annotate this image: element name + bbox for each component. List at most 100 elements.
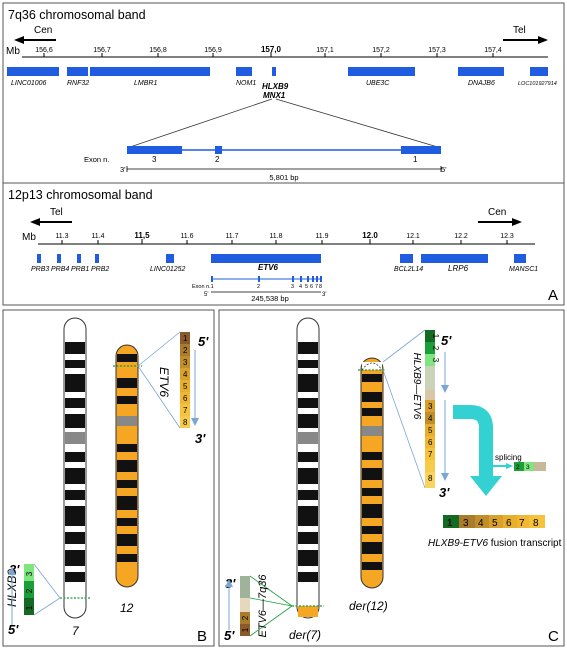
exon-number: 3 [526,464,530,471]
exon-number: 3 [152,155,157,164]
exon-number: 6 [428,438,433,447]
tick-label: 11.8 [269,233,282,240]
panel-c: der(7) der(12) [218,309,565,647]
exon-number: 7 [428,450,433,459]
exon-number: 4 [183,370,188,379]
hlxb9-exon-1 [401,146,441,154]
exon-number: 2 [431,346,440,351]
exon-number: 2 [516,464,520,471]
tel-arrow-icon [538,36,548,44]
exon-number-label: Exon n.1 [192,284,214,290]
gene-label: DNAJB6 [468,80,495,87]
tick-label: 12.1 [406,233,420,240]
gene-label: PRB1 [71,266,89,273]
panel-b-frame [2,309,215,647]
exon-number: 4 [478,518,484,529]
exon-number: 3 [431,358,440,363]
exon-number: 2 [25,588,34,593]
der7-label: der(7) [289,628,321,642]
exon-number: 6 [183,394,188,403]
band-7q36-title: 7q36 chromosomal band [8,8,146,22]
hlxb9-5prime: 5' [8,622,19,637]
mb-label: Mb [22,232,36,243]
gene-bar [57,254,61,263]
exon-number: 2 [183,346,188,355]
exon-number: 3 [25,571,34,576]
tick-label: 12.0 [362,231,378,240]
cen-arrow-icon [14,36,24,44]
der12-label: der(12) [349,599,388,613]
gene-label: PRB4 [51,266,69,273]
tick-label: 11.9 [315,233,328,240]
etv6-5prime: 5' [198,334,209,349]
gene-bar [400,254,413,263]
exon-number: 7 [183,406,188,415]
fusion-transcript: 1 3 4 5 6 7 8 [443,515,545,529]
gene-bar [530,67,548,76]
end-3prime: 3' [120,165,126,174]
tick-label: 157,0 [261,45,282,54]
exon-number: 3 [183,358,188,367]
chr7-label: 7 [72,624,80,638]
cen-label: Cen [34,25,52,36]
panel-label-b: B [197,628,207,645]
exon-number: 3 [463,518,469,529]
gene-label: RNF32 [67,80,89,87]
exon-number: 6 [310,284,313,290]
mb-label: Mb [6,46,20,57]
exon-number: 1 [431,334,440,339]
gene-label: LMBR1 [134,80,157,87]
mb-ticks: 11.3 11.4 11,5 11.6 11.7 11.8 11.9 12.0 … [55,231,514,244]
der12-5prime: 5' [441,333,452,348]
exon-number: 4 [428,414,433,423]
tick-label: 156,6 [35,47,53,54]
gene-labels-7q36: LINC01006 RNF32 LMBR1 NOM1 UBE3C DNAJB6 … [11,80,557,87]
hlxb9-exon-3 [127,146,182,154]
chr12-label: 12 [120,601,134,615]
chromosome-der7 [292,317,324,619]
tick-label: 157,1 [316,47,334,54]
gene-bar [514,254,526,263]
exon-number: 1 [183,334,188,343]
exon-number: 7 [315,284,318,290]
fusion-transcript-caption: HLXB9-ETV6 fusion transcript [428,538,562,549]
gene-label: LINC01006 [11,80,47,87]
splicing-arrow [453,405,493,476]
spliced-segment: 2 3 [514,462,546,471]
exon-number: 3 [291,284,294,290]
end-5prime: 5' [441,165,447,174]
gene-bar [95,254,99,263]
panel-a: 7q36 chromosomal band Cen Tel Mb 156,6 1… [2,2,565,306]
mb-ticks: 156,6 156,7 156,8 156,9 157,0 157,1 157,… [35,45,502,57]
cen-arrow-icon [512,218,522,226]
end-3prime: 3' [322,292,326,298]
etv6-gene-label: ETV6 [157,367,171,397]
exon-number: 3 [428,402,433,411]
gene-bar [348,67,415,76]
splicing-arrow-icon [470,476,502,496]
gene-bar [77,254,81,263]
gene-label: BCL2L14 [394,266,423,273]
exon-number: 1 [413,155,418,164]
gene-bar [166,254,174,263]
der12-exon-numbers: 1 2 3 3 4 5 6 7 8 [428,334,440,483]
tick-label: 12.2 [454,233,468,240]
gene-label: PRB2 [91,266,109,273]
tick-label: 157,2 [372,47,390,54]
gene-bar [90,67,210,76]
der12-3prime: 3' [439,485,450,500]
hlxb9-exon-numbers: 3 2 1 [25,571,34,610]
etv6-exons [211,276,322,282]
gene-bar [236,67,252,76]
der7-3prime: 3' [225,576,236,591]
gene-labels-12p13: PRB3 PRB4 PRB1 PRB2 LINC01252 BCL2L14 LR… [31,264,538,273]
etv6-3prime: 3' [195,431,206,446]
exon-number: 7 [519,518,525,529]
exon-number: 5 [428,426,433,435]
transcript-exon-numbers: 1 3 4 5 6 7 8 [447,518,539,529]
exon-number: 2 [241,615,250,620]
tick-label: 156,8 [149,47,167,54]
length-label: 5,801 bp [269,173,298,182]
zoom-line-left [126,98,273,149]
